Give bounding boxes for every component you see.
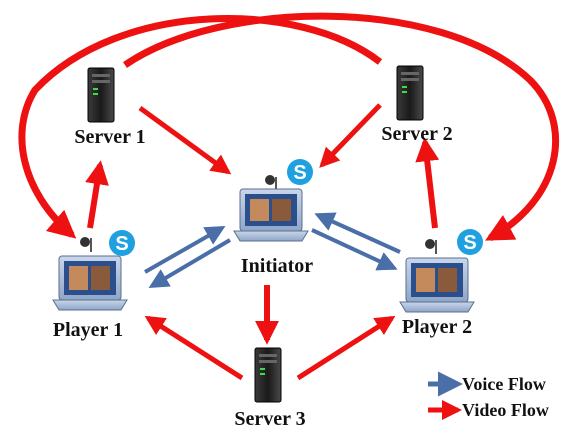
video-arrow-server2-to-initiator xyxy=(319,103,382,168)
laptop-icon xyxy=(399,257,475,313)
voice-arrow-initiator-to-player2 xyxy=(311,228,398,271)
server-1 xyxy=(87,67,115,123)
legend-video-label: Video Flow xyxy=(462,400,549,420)
player-2-laptop xyxy=(399,239,475,313)
voice-arrow-player1-to-initiator xyxy=(144,226,226,274)
svg-text:S: S xyxy=(293,162,306,184)
laptop-icon xyxy=(233,188,309,242)
server-2 xyxy=(396,65,424,121)
voice-arrow-initiator-to-player1 xyxy=(148,238,232,289)
initiator-laptop xyxy=(233,175,309,242)
server-icon xyxy=(87,67,115,123)
video-arc-server2-to-player1 xyxy=(18,15,383,239)
svg-text:S: S xyxy=(115,233,128,255)
voice-arrow-player2-to-initiator xyxy=(314,212,401,254)
player-1-label: Player 1 xyxy=(53,319,123,341)
legend-voice-label: Voice Flow xyxy=(462,374,546,394)
server-1-label: Server 1 xyxy=(74,126,145,148)
player-1-skype-icon: S xyxy=(109,230,135,256)
webcam-icon xyxy=(80,237,92,252)
player-1-laptop xyxy=(52,237,128,311)
video-arrow-player1-to-server1 xyxy=(85,160,109,229)
initiator-skype-icon: S xyxy=(287,159,313,185)
legend: Voice Flow Video Flow xyxy=(428,371,549,420)
player-2-label: Player 2 xyxy=(402,316,472,338)
server-icon xyxy=(396,65,424,121)
laptop-icon xyxy=(52,255,128,311)
video-arrow-server3-to-player1 xyxy=(144,315,244,381)
server-3 xyxy=(254,347,282,403)
webcam-icon xyxy=(265,175,277,189)
video-arrow-player2-to-server2 xyxy=(415,137,440,229)
server-icon xyxy=(254,347,282,403)
video-arc-server1-to-player2 xyxy=(123,12,560,242)
video-arrow-server1-to-initiator xyxy=(138,105,232,175)
initiator-label: Initiator xyxy=(241,255,313,277)
server-3-label: Server 3 xyxy=(234,408,305,430)
svg-text:S: S xyxy=(463,232,476,254)
server-2-label: Server 2 xyxy=(381,123,452,145)
webcam-icon xyxy=(425,239,437,254)
video-arrow-server3-to-player2 xyxy=(296,315,396,381)
player-2-skype-icon: S xyxy=(457,229,483,255)
